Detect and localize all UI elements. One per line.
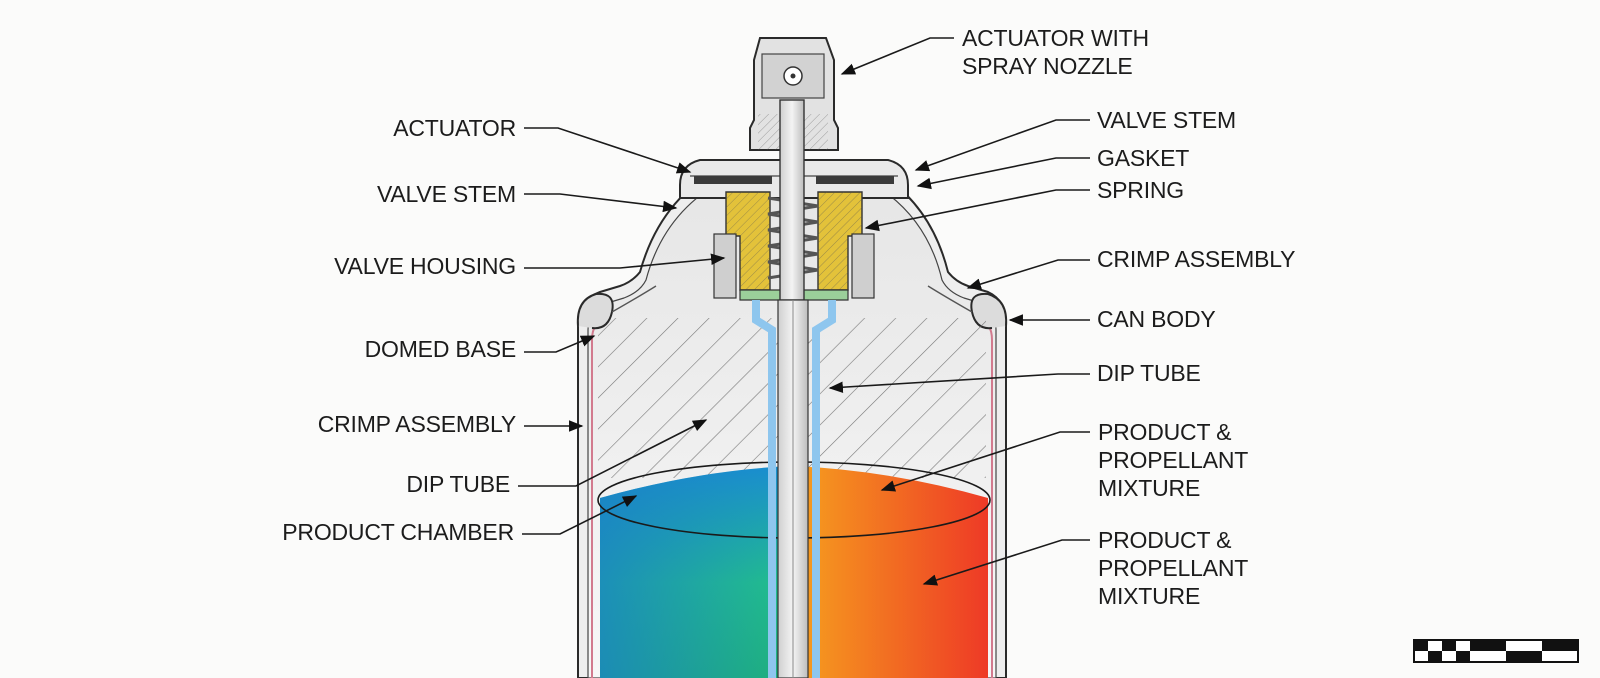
label-mixture-1-line-3: MIXTURE <box>1098 475 1200 501</box>
leader-actuator <box>524 127 692 174</box>
label-valve-housing: VALVE HOUSING <box>334 253 516 279</box>
leader-valve-stem-right <box>914 119 1090 172</box>
leader-dip-tube-right <box>828 373 1090 393</box>
leader-valve-stem-left <box>524 193 678 213</box>
scale-bar <box>1413 639 1579 663</box>
label-domed-base: DOMED BASE <box>365 336 516 362</box>
valve-stem <box>779 99 805 301</box>
label-valve-stem-left: VALVE STEM <box>377 181 516 207</box>
label-product-chamber: PRODUCT CHAMBER <box>282 519 514 545</box>
label-mixture-1-line-2: PROPELLANT <box>1098 447 1248 473</box>
label-mixture-2-line-1: PRODUCT & <box>1098 527 1231 553</box>
leader-spring <box>864 189 1090 232</box>
label-dip-tube-left: DIP TUBE <box>406 471 510 497</box>
label-mixture-1-line-1: PRODUCT & <box>1098 419 1231 445</box>
leader-dip-tube-left <box>518 419 708 487</box>
leader-gasket <box>916 157 1090 190</box>
dip-tube <box>752 299 836 678</box>
leader-domed-base <box>524 335 596 353</box>
leader-crimp-assembly-right <box>966 259 1090 290</box>
label-can-body: CAN BODY <box>1097 306 1216 332</box>
gasket <box>694 176 894 184</box>
label-gasket: GASKET <box>1097 145 1189 171</box>
label-spring: SPRING <box>1097 177 1184 203</box>
label-mixture-2-line-2: PROPELLANT <box>1098 555 1248 581</box>
label-valve-stem-right: VALVE STEM <box>1097 107 1236 133</box>
leader-mixture-1 <box>880 431 1090 492</box>
label-dip-tube-right: DIP TUBE <box>1097 360 1201 386</box>
label-actuator-with-nozzle-2: SPRAY NOZZLE <box>962 53 1133 79</box>
label-crimp-assembly-right: CRIMP ASSEMBLY <box>1097 246 1295 272</box>
valve-housing <box>713 191 875 301</box>
label-crimp-assembly-left: CRIMP ASSEMBLY <box>318 411 516 437</box>
leader-mixture-2 <box>922 539 1090 586</box>
liquid-fill <box>597 461 991 678</box>
leader-valve-housing <box>524 253 726 269</box>
label-actuator: ACTUATOR <box>393 115 516 141</box>
leader-actuator-with-nozzle <box>840 37 954 75</box>
label-actuator-with-nozzle-1: ACTUATOR WITH <box>962 25 1149 51</box>
leader-product-chamber <box>522 495 638 535</box>
label-mixture-2-line-3: MIXTURE <box>1098 583 1200 609</box>
